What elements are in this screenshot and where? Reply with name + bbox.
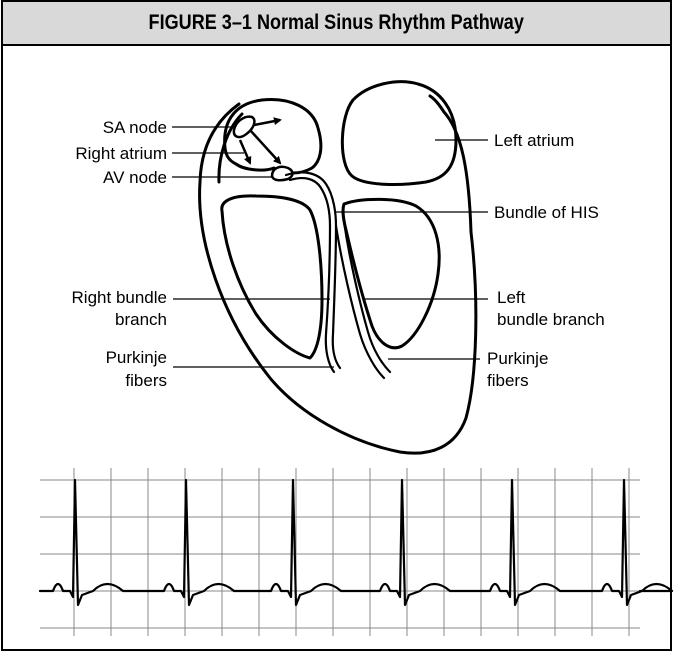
label-purkinje-left-line1: Purkinje xyxy=(106,348,167,367)
figure-title: FIGURE 3–1 Normal Sinus Rhythm Pathway xyxy=(149,11,524,35)
arrow-sa-to-av-node xyxy=(250,130,280,163)
label-right-bundle-branch-line2: branch xyxy=(115,310,167,329)
right-ventricle-chamber xyxy=(222,196,322,358)
diagram-labels: SA node Right atrium AV node Right bundl… xyxy=(72,118,605,390)
label-right-atrium: Right atrium xyxy=(75,144,167,163)
label-purkinje-right-line1: Purkinje xyxy=(487,349,548,368)
heart-conduction-diagram: SA node Right atrium AV node Right bundl… xyxy=(0,44,676,651)
label-left-bundle-branch-line1: Left xyxy=(497,288,526,307)
label-purkinje-left-line2: fibers xyxy=(125,371,167,390)
label-sa-node: SA node xyxy=(103,118,167,137)
heart-outer-wall xyxy=(200,96,476,453)
label-av-node: AV node xyxy=(103,168,167,187)
label-left-atrium: Left atrium xyxy=(494,131,574,150)
ecg-grid xyxy=(40,468,640,636)
label-right-bundle-branch-line1: Right bundle xyxy=(72,288,167,307)
left-atrium-chamber xyxy=(342,82,456,185)
heart-illustration xyxy=(200,82,476,453)
label-bundle-of-his: Bundle of HIS xyxy=(494,203,599,222)
label-purkinje-right-line2: fibers xyxy=(487,371,529,390)
arrow-sa-to-right-atrium xyxy=(254,120,280,125)
label-left-bundle-branch-line2: bundle branch xyxy=(497,310,605,329)
arrow-sa-to-right-atrium-lower xyxy=(240,140,250,163)
ecg-trace xyxy=(40,480,672,605)
figure-header: FIGURE 3–1 Normal Sinus Rhythm Pathway xyxy=(3,2,670,46)
